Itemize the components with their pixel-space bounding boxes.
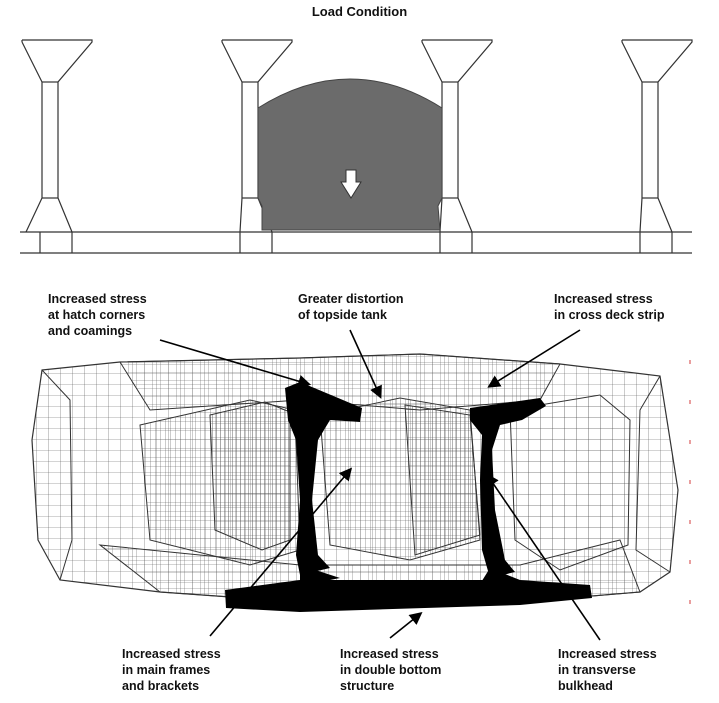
left-bracket-stress bbox=[300, 565, 340, 586]
right-topside-stress bbox=[470, 398, 546, 578]
callout-main-frames: Increased stress in main frames and brac… bbox=[122, 647, 221, 693]
arrow-cross-deck bbox=[487, 329, 581, 388]
arrow-hatch-corners bbox=[159, 339, 312, 388]
load-arrow-icon bbox=[340, 169, 362, 199]
arrow-topside-tank bbox=[349, 329, 382, 399]
load-condition-schematic bbox=[20, 39, 693, 254]
center-hold-face bbox=[404, 404, 481, 556]
frame-3 bbox=[421, 39, 493, 233]
callout-hatch-corners: Increased stress at hatch corners and co… bbox=[48, 292, 147, 338]
high-stress-regions bbox=[225, 382, 592, 612]
hold-frames bbox=[20, 39, 693, 254]
double-bottom-stress bbox=[225, 580, 592, 612]
double-bottom-line bbox=[20, 231, 692, 254]
callout-topside-tank: Greater distortion of topside tank bbox=[298, 292, 404, 322]
left-topside-stress bbox=[285, 382, 362, 575]
cargo-load bbox=[257, 78, 443, 231]
callout-cross-deck: Increased stress in cross deck strip bbox=[554, 292, 665, 322]
load-condition-title: Load Condition bbox=[311, 4, 408, 19]
arrow-transverse-bulkhead bbox=[486, 473, 601, 641]
right-hold-wall bbox=[509, 394, 631, 571]
fe-model bbox=[31, 353, 691, 612]
callout-double-bottom: Increased stress in double bottom struct… bbox=[340, 647, 442, 693]
frame-1 bbox=[21, 39, 93, 233]
right-bracket-stress bbox=[480, 568, 520, 584]
hull-inner-left bbox=[41, 369, 73, 581]
hull-inner-right bbox=[635, 375, 671, 573]
arrow-double-bottom bbox=[389, 612, 423, 639]
arrow-main-frames bbox=[209, 467, 353, 637]
frame-4 bbox=[621, 39, 693, 233]
callout-transverse-bulkhead: Increased stress in transverse bulkhead bbox=[558, 647, 657, 693]
